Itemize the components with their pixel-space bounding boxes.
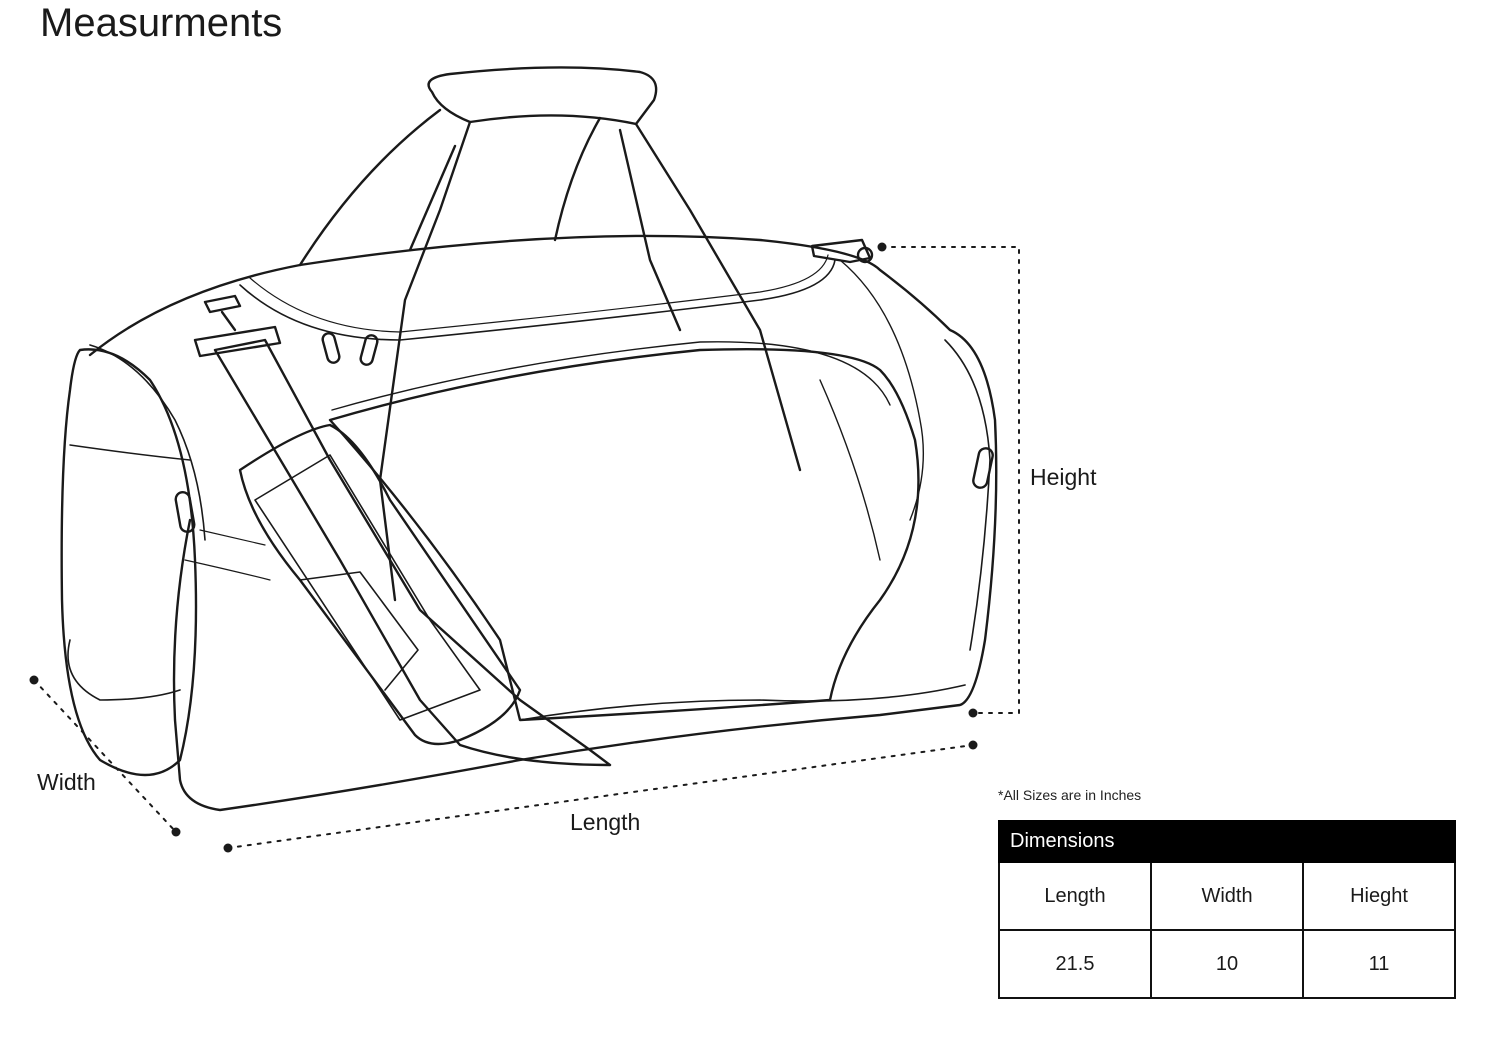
bag-body <box>88 234 998 812</box>
shoulder-strap <box>213 338 612 767</box>
units-note: *All Sizes are in Inches <box>998 787 1142 803</box>
height-guide <box>881 246 1020 714</box>
column-header-length: Length <box>998 861 1152 931</box>
length-label: Length <box>570 809 641 835</box>
width-guide <box>33 679 177 833</box>
page-title: Measurments <box>40 1 283 45</box>
end-panel <box>60 348 198 777</box>
value-height: 11 <box>1302 929 1456 999</box>
width-label: Width <box>37 769 96 795</box>
value-length: 21.5 <box>998 929 1152 999</box>
strap-pad <box>238 423 522 746</box>
height-label: Height <box>1030 464 1097 490</box>
dimensions-table: Dimensions Length Width Hieght 21.5 10 1… <box>998 820 1456 999</box>
column-header-width: Width <box>1150 861 1304 931</box>
dimensions-header: Dimensions <box>998 820 1456 863</box>
column-header-height: Hieght <box>1302 861 1456 931</box>
handle <box>427 66 658 126</box>
value-width: 10 <box>1150 929 1304 999</box>
